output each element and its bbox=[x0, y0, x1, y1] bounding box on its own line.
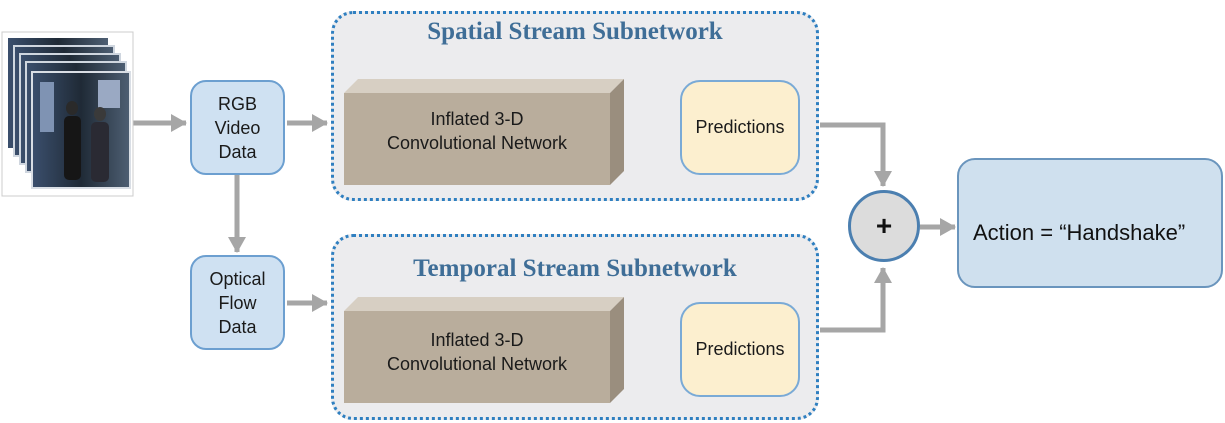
spatial-predictions-node: Predictions bbox=[680, 80, 800, 175]
temporal-network-block bbox=[344, 297, 624, 403]
action-output-label: Action = “Handshake” bbox=[973, 220, 1186, 245]
action-output-node: Action = “Handshake” bbox=[957, 158, 1223, 288]
spatial-network-block bbox=[344, 79, 624, 185]
spatial-stream-title: Spatial Stream Subnetwork bbox=[427, 18, 723, 45]
spatial-network-label: Inflated 3-D Convolutional Network bbox=[386, 109, 568, 153]
rgb-video-data-node: RGB Video Data bbox=[190, 80, 285, 175]
sum-fusion-node: + bbox=[848, 190, 920, 262]
arrow-temporal-predictions-to-sum bbox=[820, 267, 892, 333]
temporal-network-label: Inflated 3-D Convolutional Network bbox=[386, 330, 568, 374]
video-frames-icon bbox=[1, 31, 134, 197]
temporal-stream-title: Temporal Stream Subnetwork bbox=[413, 255, 737, 282]
temporal-predictions-node: Predictions bbox=[680, 302, 800, 397]
arrow-spatial-predictions-to-sum bbox=[820, 122, 892, 187]
optical-flow-data-node: Optical Flow Data bbox=[190, 255, 285, 350]
